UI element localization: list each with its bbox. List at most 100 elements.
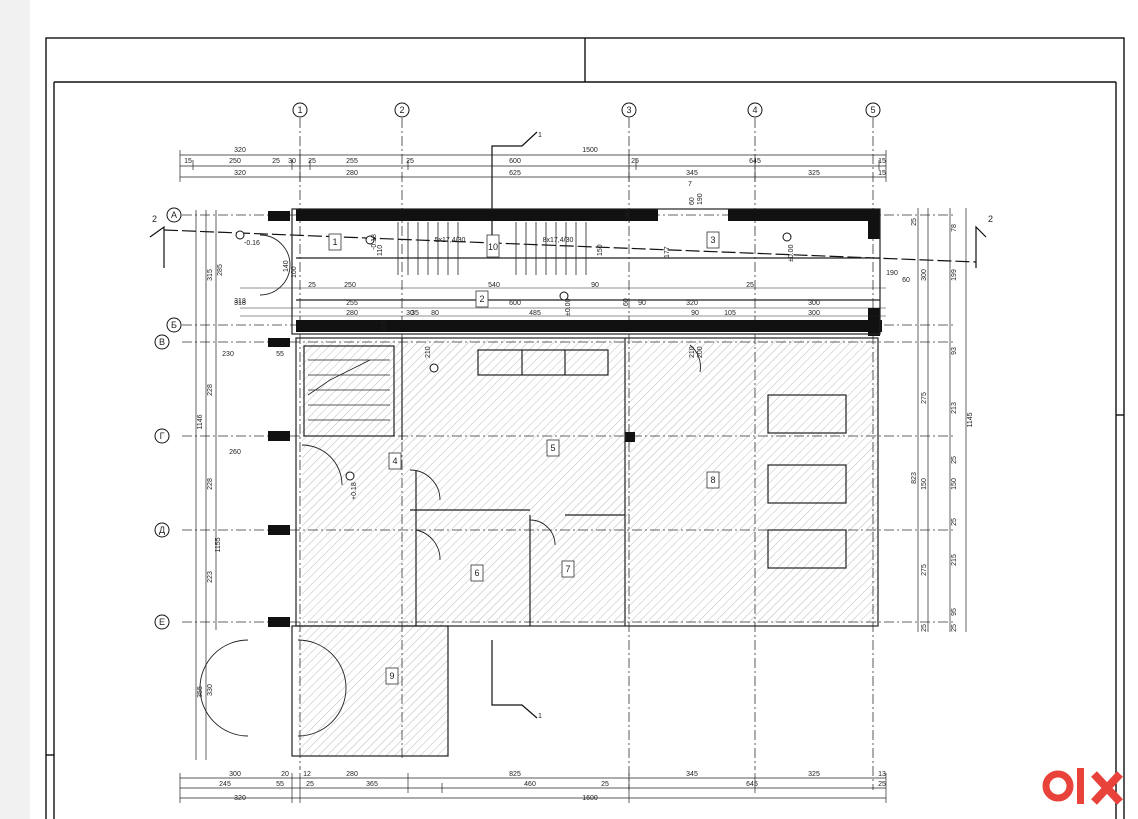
axis-label-1: 1 (297, 105, 302, 115)
room-7: 7 (565, 564, 570, 574)
dim-right-215: 215 (951, 554, 958, 566)
dim-top-25b: 25 (308, 158, 316, 165)
level-2: -0.18 (371, 234, 378, 250)
dim-bottom-25: 25 (306, 781, 314, 788)
dim-bottom-25c: 25 (878, 781, 886, 788)
level-3: ±0.00 (565, 298, 572, 316)
dim-top-345: 345 (686, 170, 698, 177)
dim-right-275b: 275 (921, 564, 928, 576)
dim-top-30: 30 (288, 158, 296, 165)
wall-outlines (291, 208, 881, 757)
room-3: 3 (710, 235, 715, 245)
walls (268, 209, 882, 627)
mark-190b: 190 (886, 270, 898, 277)
mark-60: 60 (689, 197, 696, 205)
room-tags (328, 231, 720, 685)
dim-left-1155: 1155 (215, 537, 222, 552)
section-mark-bottom: 1 (538, 713, 542, 720)
dim-bottom-325: 325 (808, 771, 820, 778)
doors (199, 234, 701, 737)
dimension-lines-top (179, 150, 887, 182)
mark-210: 210 (425, 346, 432, 358)
dim-left-230: 230 (222, 351, 234, 358)
dim-left-315: 315 (207, 269, 214, 281)
dim-right-213: 213 (951, 402, 958, 414)
inner-300b: 300 (808, 310, 820, 317)
dim-bottom-320: 320 (234, 795, 246, 802)
inner-300: 300 (808, 300, 820, 307)
mark-190: 190 (697, 193, 704, 205)
inner-30: 30 (406, 310, 414, 317)
mark-177: 177 (664, 246, 671, 258)
inner-540: 540 (488, 282, 500, 289)
level-4: ±0.00 (788, 244, 795, 262)
room-1: 1 (332, 237, 337, 247)
mark-200: 200 (697, 346, 704, 358)
mark-210b: 210 (689, 346, 696, 358)
dim-top-255: 255 (346, 158, 358, 165)
dim-bottom-12: 12 (303, 771, 311, 778)
dim-right-78: 78 (951, 224, 958, 232)
dimension-lines-bottom (179, 773, 887, 803)
dim-right-25: 25 (911, 218, 918, 226)
dim-bottom-25b: 25 (601, 781, 609, 788)
inner-90c: 90 (638, 300, 646, 307)
dim-bottom-460: 460 (524, 781, 536, 788)
level-1: -0.16 (244, 240, 260, 247)
inner-35: 35 (411, 310, 419, 317)
mark-60c: 60 (623, 298, 630, 306)
dim-right-95: 95 (951, 608, 958, 616)
axis-label-b1: Б (171, 320, 177, 330)
section-mark-right: 2 (988, 214, 993, 224)
room-8: 8 (710, 475, 715, 485)
level-markers (235, 230, 792, 481)
olx-logo (1042, 768, 1123, 805)
axis-label-a: А (171, 210, 177, 220)
section-lines (149, 131, 987, 719)
axis-markers-numeric: 1 2 3 4 5 (292, 102, 881, 118)
title-frame (45, 37, 1125, 819)
axis-label-4: 4 (752, 105, 757, 115)
dim-left-55: 55 (276, 351, 284, 358)
axis-label-g: Г (160, 431, 165, 441)
dim-right-150b: 150 (951, 478, 958, 490)
dim-left-228: 228 (207, 384, 214, 396)
axis-markers-letters: А Б В Г Д Е (154, 207, 182, 630)
axis-label-2: 2 (399, 105, 404, 115)
inner-dimension-lines (240, 287, 886, 317)
mark-115: 115 (381, 321, 388, 332)
dim-left-223: 223 (207, 571, 214, 583)
dim-bottom-825: 825 (509, 771, 521, 778)
dim-top-645: 645 (749, 158, 761, 165)
dim-bottom-365: 365 (366, 781, 378, 788)
dim-top-15c: 15 (878, 170, 886, 177)
dim-top-280: 280 (346, 170, 358, 177)
section-mark-left: 2 (152, 214, 157, 224)
dim-bottom-55: 55 (276, 781, 284, 788)
inner-280: 280 (346, 310, 358, 317)
dimension-lines-right (917, 208, 967, 632)
room-4: 4 (392, 456, 397, 466)
stair-label-1: 5x17,4/30 (435, 237, 466, 244)
dim-top-625: 625 (509, 170, 521, 177)
axis-label-e: Е (159, 617, 165, 627)
inner-105: 105 (724, 310, 736, 317)
mark-100: 100 (291, 266, 298, 278)
mark-60b: 60 (902, 277, 910, 284)
dim-right-199: 199 (951, 269, 958, 281)
dim-bottom-280: 280 (346, 771, 358, 778)
dim-bottom-20: 20 (281, 771, 289, 778)
inner-25: 25 (308, 282, 316, 289)
axis-label-v: В (159, 337, 165, 347)
room-2: 2 (479, 294, 484, 304)
dim-bottom-345: 345 (686, 771, 698, 778)
inner-320: 320 (686, 300, 698, 307)
dim-right-25b: 25 (951, 456, 958, 464)
mark-100b: 100 (625, 210, 632, 222)
stair-label-2: 8x17,4/30 (543, 237, 574, 244)
inner-600: 600 (509, 300, 521, 307)
mark-150: 150 (597, 244, 604, 256)
inner-250: 250 (344, 282, 356, 289)
section-mark-top: 1 (538, 132, 542, 139)
dim-top-600: 600 (509, 158, 521, 165)
